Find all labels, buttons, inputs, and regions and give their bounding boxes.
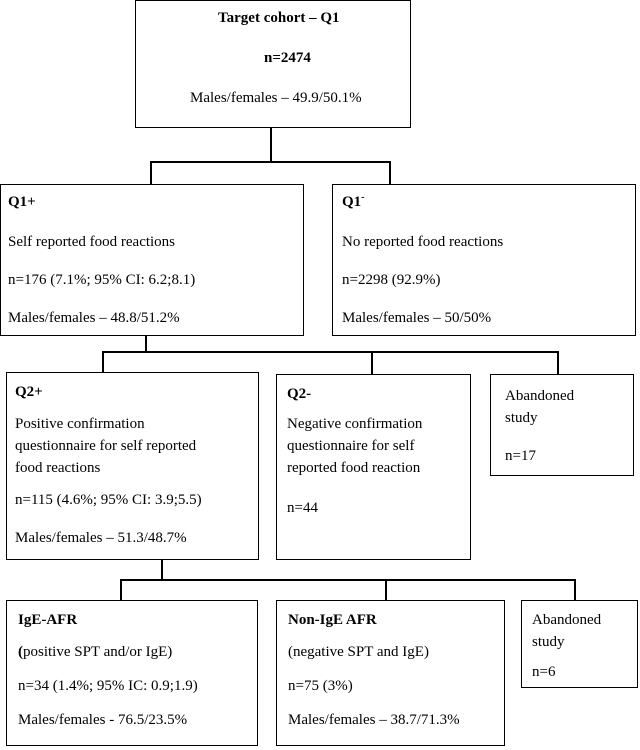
- non-ige-afr-sex-ratio: Males/females – 38.7/71.3%: [288, 712, 460, 728]
- ige-afr-description: (positive SPT and/or IgE): [18, 643, 172, 662]
- q1-negative-description: No reported food reactions: [342, 234, 504, 250]
- abandoned-study-n-1: n=17: [505, 448, 536, 464]
- q2-positive-sex-ratio: Males/females – 51.3/48.7%: [15, 530, 187, 546]
- non-ige-afr-n: n=75 (3%): [288, 678, 353, 694]
- connector-target-down: [270, 127, 272, 162]
- connector-level2-horizontal: [102, 351, 559, 353]
- ige-afr-title: IgE-AFR: [18, 612, 78, 628]
- connector-to-q2neg: [371, 351, 373, 375]
- connector-to-ige: [120, 579, 122, 601]
- ige-afr-n: n=34 (1.4%; 95% IC: 0.9;1.9): [18, 678, 198, 694]
- target-cohort-sex-ratio: Males/females – 49.9/50.1%: [190, 90, 362, 106]
- connector-level3-horizontal: [120, 579, 576, 581]
- q2-positive-box: Q2+ Positive confirmation questionnaire …: [6, 372, 259, 560]
- target-cohort-box: Target cohort – Q1 n=2474 Males/females …: [135, 0, 411, 128]
- q1-negative-n: n=2298 (92.9%): [342, 272, 441, 288]
- q2-positive-n: n=115 (4.6%; 95% CI: 3.9;5.5): [15, 492, 202, 508]
- target-cohort-n: n=2474: [264, 50, 311, 66]
- ige-afr-description-text: positive SPT and/or IgE): [23, 644, 173, 660]
- ige-afr-description-paren: (: [18, 644, 23, 660]
- q1-positive-sex-ratio: Males/females – 48.8/51.2%: [8, 310, 180, 326]
- q1-positive-description: Self reported food reactions: [8, 234, 176, 250]
- connector-to-q2pos: [102, 351, 104, 373]
- q2-positive-description: Positive confirmation questionnaire for …: [15, 416, 197, 476]
- q2-negative-n: n=44: [287, 500, 318, 516]
- target-cohort-title: Target cohort – Q1: [218, 10, 340, 26]
- non-ige-afr-title: Non-IgE AFR: [288, 612, 377, 628]
- non-ige-afr-box: Non-IgE AFR (negative SPT and IgE) n=75 …: [276, 600, 505, 746]
- q1-positive-n: n=176 (7.1%; 95% CI: 6.2;8.1): [8, 272, 196, 288]
- abandoned-study-label-2: Abandoned study: [532, 612, 602, 650]
- abandoned-study-label-1: Abandoned study: [505, 388, 575, 426]
- q1-negative-sex-ratio: Males/females – 50/50%: [342, 310, 492, 326]
- ige-afr-sex-ratio: Males/females - 76.5/23.5%: [18, 712, 188, 728]
- ige-afr-box: IgE-AFR (positive SPT and/or IgE) n=34 (…: [6, 600, 258, 746]
- abandoned-study-n-2: n=6: [532, 664, 556, 680]
- q1-negative-title-text: Q1: [342, 194, 362, 210]
- q1-positive-box: Q1+ Self reported food reactions n=176 (…: [0, 184, 304, 336]
- abandoned-study-box-1: Abandoned study n=17: [490, 374, 634, 476]
- non-ige-afr-description: (negative SPT and IgE): [288, 644, 429, 660]
- q1-positive-title: Q1+: [8, 194, 36, 210]
- q2-negative-description: Negative confirmation questionnaire for …: [287, 416, 423, 476]
- q2-negative-title: Q2-: [287, 386, 312, 402]
- connector-q2pos-down: [161, 559, 163, 580]
- connector-to-q1pos: [150, 161, 152, 185]
- connector-to-q1neg: [389, 161, 391, 185]
- q1-negative-title-sup: -: [361, 192, 365, 203]
- q1-negative-title: Q1-: [342, 193, 365, 212]
- abandoned-study-box-2: Abandoned study n=6: [521, 600, 638, 688]
- connector-to-abandoned-2: [574, 579, 576, 601]
- q2-negative-box: Q2- Negative confirmation questionnaire …: [276, 374, 471, 560]
- connector-to-nonige: [385, 579, 387, 601]
- q1-negative-box: Q1- No reported food reactions n=2298 (9…: [332, 184, 636, 336]
- connector-level1-horizontal: [150, 161, 391, 163]
- connector-q1pos-down: [145, 335, 147, 352]
- connector-to-abandoned-1: [557, 351, 559, 375]
- q2-positive-title: Q2+: [15, 384, 43, 400]
